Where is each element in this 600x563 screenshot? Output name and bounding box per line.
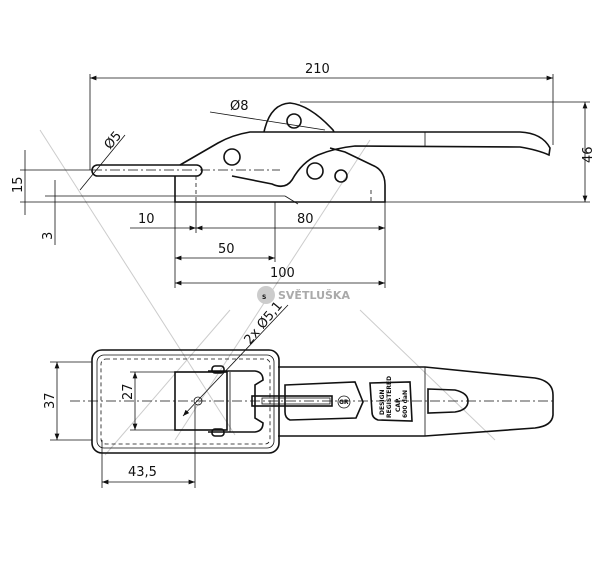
marking-registered: REGISTERED [386,376,393,418]
dim-offset-10: 10 [138,212,155,227]
dim-plate-thickness: 3 [41,232,56,240]
dim-inner-width: 27 [121,383,136,400]
marking-design: DESIGN [379,389,386,415]
dim-height: 46 [581,146,596,163]
dim-overall-length: 210 [305,62,330,77]
watermark-logo-letter: S [262,294,266,301]
dim-width: 37 [43,392,58,409]
dim-pin-diameter: Ø8 [230,99,249,114]
marking-capacity: 600 daN [402,390,409,418]
watermark-text: SVĚTLUŠKA [278,289,350,302]
dim-hook-diameter: Ø5 [102,129,125,153]
side-view: 210 Ø8 Ø5 46 15 3 10 80 50 100 [11,62,596,288]
watermark-logo: S SVĚTLUŠKA [257,286,350,304]
dim-span-80: 80 [297,212,314,227]
dim-hole-offset: 43,5 [128,465,157,480]
dim-span-100: 100 [270,266,295,281]
marking-cap: CAP. [395,397,402,412]
marking-logo: GR [339,399,349,406]
dim-span-50: 50 [218,242,235,257]
dim-holes: 2x Ø5,1 [242,299,286,348]
dim-base-height: 15 [11,176,26,193]
top-view: GR DESIGN REGISTERED CAP. 600 daN 37 27 … [43,299,555,488]
